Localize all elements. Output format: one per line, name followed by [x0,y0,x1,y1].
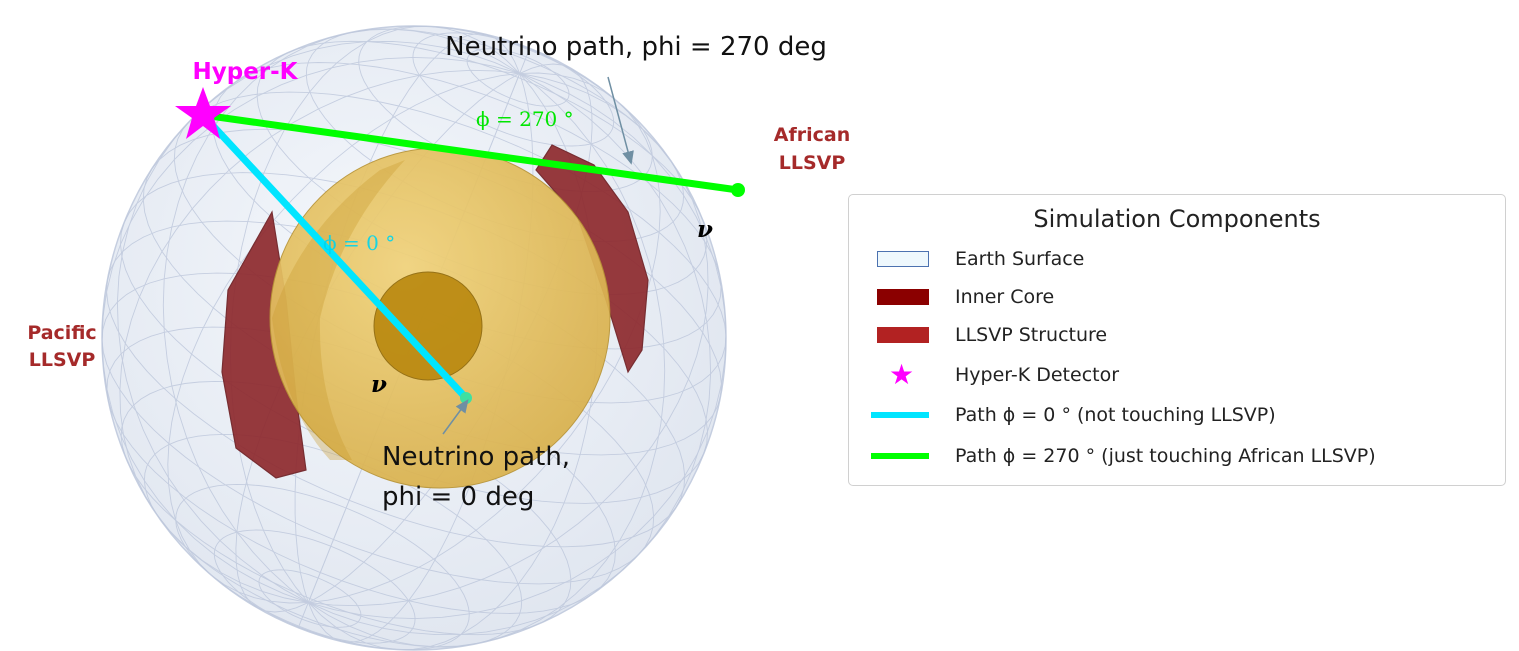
hyperk-label: Hyper-K [192,59,298,85]
nu-top-label: ν [697,216,713,243]
annotation-path-0-line1: Neutrino path, [382,442,570,472]
hyperk-star-icon [175,87,231,139]
grid-line [116,40,520,603]
green-line-icon [861,440,931,472]
phi-0-label: ϕ = 0 ° [323,231,395,255]
grid-line [308,73,666,648]
grid-line [119,69,520,604]
grid-line [162,28,520,603]
outer-core-shading [272,160,405,460]
arrow-path-0 [442,399,469,435]
legend-item-label: Path ϕ = 0 ° (not touching LLSVP) [955,404,1276,426]
legend-item-label: Path ϕ = 270 ° (just touching African LL… [955,445,1376,467]
inner-core [373,271,483,381]
legend-item-hyperk: ★ Hyper-K Detector [861,359,1119,391]
legend-title: Simulation Components [1033,205,1321,233]
legend-item-inner-core: Inner Core [861,281,1054,313]
earth-surface-swatch-icon [861,243,931,275]
legend-item-label: LLSVP Structure [955,324,1108,346]
legend-item-llsvp: LLSVP Structure [861,319,1107,351]
arrow-path-270 [607,76,634,165]
path-phi-0 [199,111,470,402]
legend-item-label: Earth Surface [955,248,1085,270]
path-phi-270 [199,111,742,194]
legend-item-label: Inner Core [955,286,1055,308]
llsvp-swatch-icon [861,319,931,351]
path-phi-270-endpoint [731,183,745,197]
annotation-path-270: Neutrino path, phi = 270 deg [445,32,827,62]
african-llsvp-label-2: LLSVP [779,152,846,174]
phi-270-label: ϕ = 270 ° [476,107,574,131]
pacific-llsvp-label-2: LLSVP [29,349,96,371]
cyan-line-icon [861,399,931,431]
nu-bottom-label: ν [371,371,387,398]
grid-line [308,72,709,607]
annotation-path-0-line2: phi = 0 deg [382,482,534,512]
legend-item-path-phi-270: Path ϕ = 270 ° (just touching African LL… [861,440,1376,472]
legend: Simulation Components Earth Surface Inne… [848,194,1506,486]
legend-item-label: Hyper-K Detector [955,364,1120,386]
inner-core-swatch-icon [861,281,931,313]
pacific-llsvp-label-1: Pacific [27,322,96,344]
african-llsvp-label-1: African [774,124,850,146]
star-icon: ★ [889,358,915,391]
legend-item-path-phi-0: Path ϕ = 0 ° (not touching LLSVP) [861,399,1276,431]
path-phi-0-endpoint [460,392,472,404]
legend-item-earth-surface: Earth Surface [861,243,1084,275]
